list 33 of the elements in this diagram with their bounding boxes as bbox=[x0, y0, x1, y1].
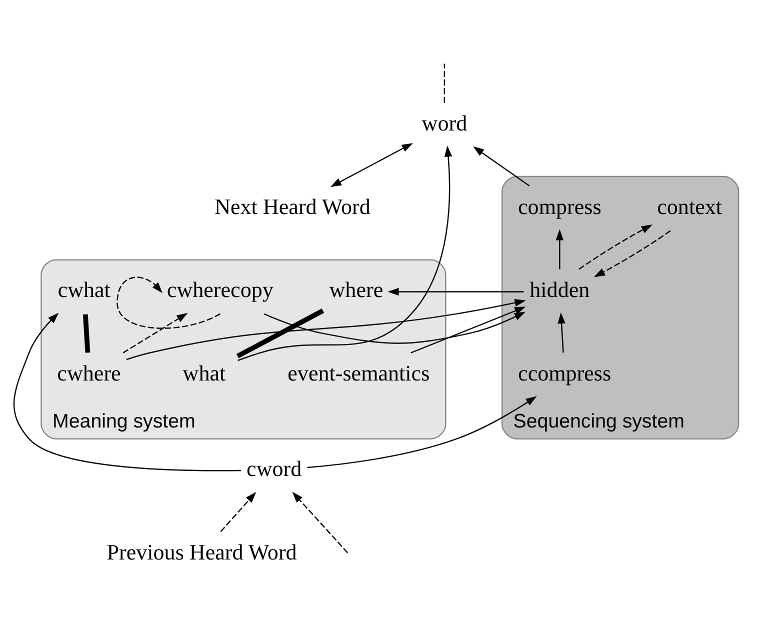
arrow bbox=[578, 224, 652, 270]
node-text: Next Heard Word bbox=[214, 194, 370, 219]
arrow bbox=[594, 230, 671, 278]
node-text: Previous Heard Word bbox=[106, 539, 297, 564]
arrow bbox=[473, 146, 530, 186]
arrow bbox=[122, 312, 188, 354]
node-text: where bbox=[329, 277, 384, 302]
arrow bbox=[292, 492, 348, 554]
arrow bbox=[126, 298, 526, 360]
connector bbox=[444, 64, 446, 103]
arrow bbox=[264, 312, 526, 344]
arrow bbox=[220, 492, 256, 532]
arrow bbox=[556, 229, 564, 270]
node-text: what bbox=[182, 360, 226, 386]
node-text: hidden bbox=[530, 277, 590, 302]
arrow bbox=[238, 146, 452, 362]
node-text: cwherecopy bbox=[166, 277, 274, 302]
arrow bbox=[307, 396, 537, 468]
arrow bbox=[330, 143, 413, 188]
arrow bbox=[558, 312, 566, 353]
connector bbox=[236, 308, 324, 358]
node-text: event-semantics bbox=[288, 360, 430, 386]
node-text: cwhat bbox=[58, 277, 110, 302]
node-text: word bbox=[422, 110, 468, 136]
node-text: cword bbox=[246, 456, 302, 482]
node-text: cwhere bbox=[57, 360, 121, 386]
arrow bbox=[410, 306, 526, 354]
node-text: context bbox=[657, 194, 722, 219]
connector bbox=[82, 314, 90, 353]
arrow bbox=[388, 288, 524, 296]
node-text: compress bbox=[518, 194, 602, 219]
node-text: ccompress bbox=[518, 360, 612, 386]
arrow bbox=[14, 312, 241, 472]
